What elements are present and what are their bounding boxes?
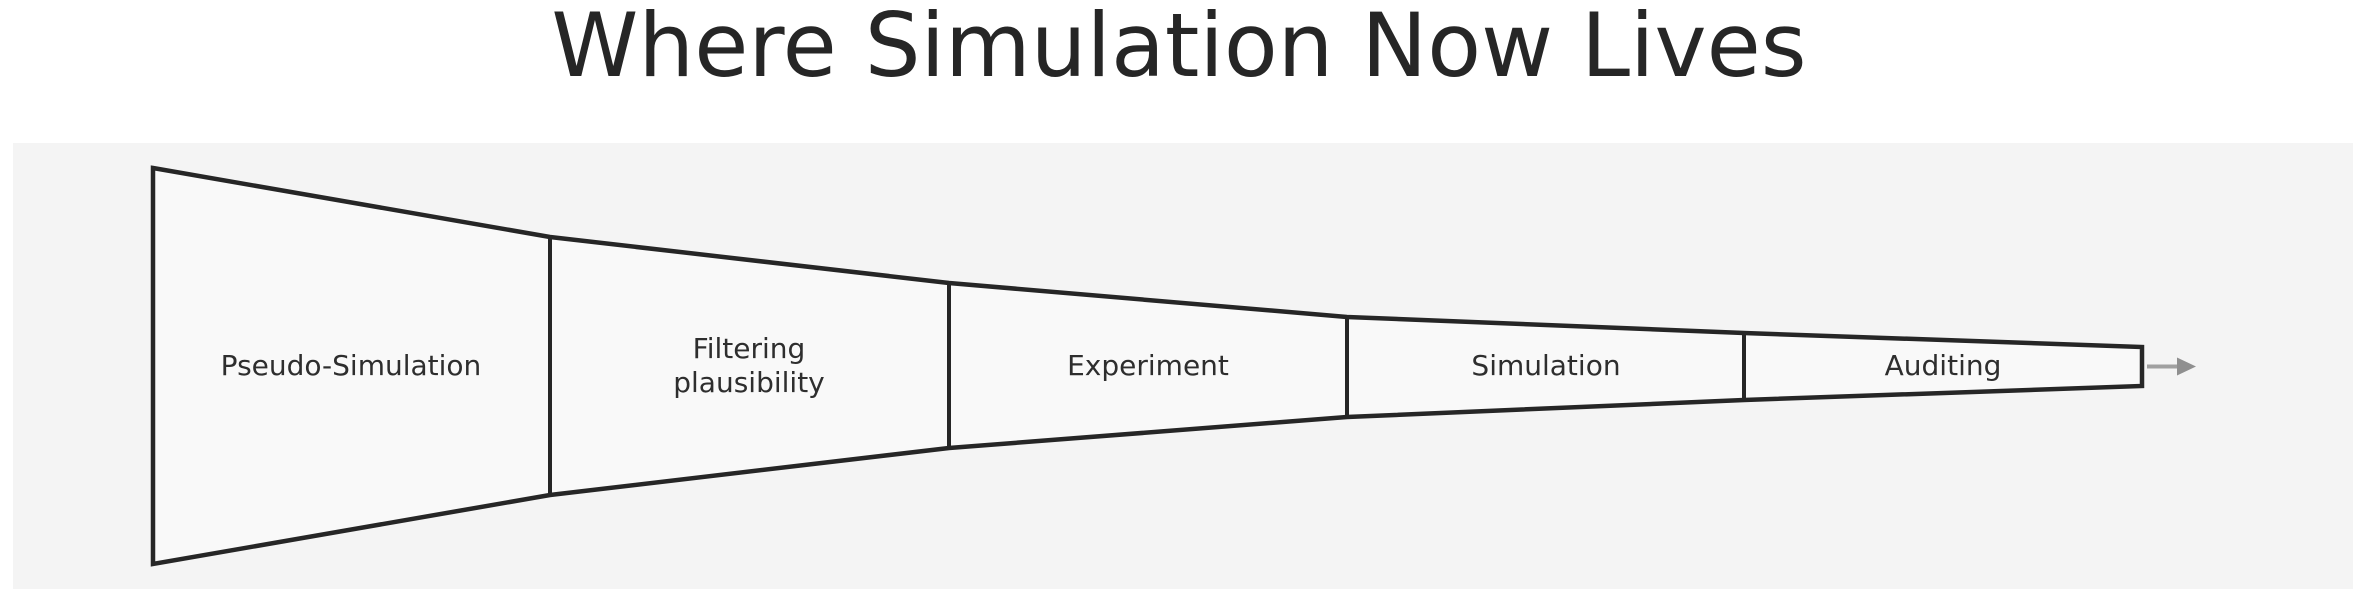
arrow-head	[2177, 357, 2196, 376]
diagram-title: Where Simulation Now Lives	[551, 0, 1807, 97]
stage-label-pseudo-simulation: Pseudo-Simulation	[220, 349, 482, 382]
arrow-right-icon	[2147, 357, 2196, 376]
stage-label-filtering-plausibility: Filtering plausibility	[673, 332, 825, 399]
stage-label-auditing: Auditing	[1884, 349, 2002, 382]
stage-label-simulation: Simulation	[1471, 349, 1621, 382]
stage-label-experiment: Experiment	[1067, 349, 1229, 382]
